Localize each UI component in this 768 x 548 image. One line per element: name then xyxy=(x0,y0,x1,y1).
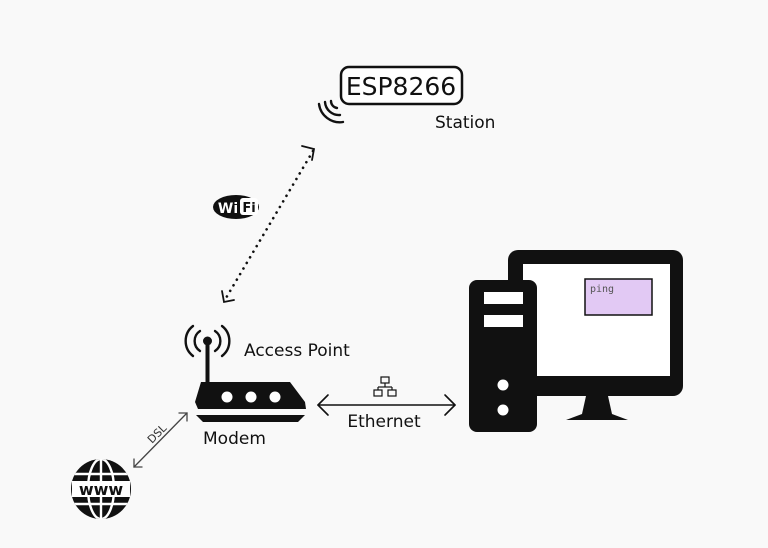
access-point-label: Access Point xyxy=(244,341,350,361)
desktop-computer: ping xyxy=(469,250,683,432)
wifi-link-arrow xyxy=(221,145,316,304)
ethernet-link-arrow xyxy=(317,394,456,416)
antenna-signal-icon xyxy=(184,324,231,358)
dsl-link-arrow xyxy=(133,412,188,468)
wifi-logo-right-text: Fi xyxy=(242,201,255,216)
wifi-logo-icon: Wi Fi xyxy=(213,195,259,219)
router-access-point: Access Point Modem xyxy=(184,324,350,449)
esp8266-chip-box xyxy=(339,65,464,106)
modem-label: Modem xyxy=(203,429,266,449)
station-signal-icon xyxy=(317,99,345,124)
ping-text: ping xyxy=(590,284,614,295)
www-label: www xyxy=(79,480,124,499)
ping-terminal-window: ping xyxy=(584,278,653,316)
wifi-logo-left-text: Wi xyxy=(218,201,238,217)
antenna-tip xyxy=(203,336,212,346)
dsl-label: DSL xyxy=(145,421,170,446)
station-label: Station xyxy=(435,113,495,133)
ethernet-label: Ethernet xyxy=(347,412,421,432)
esp8266-station: ESP8266 Station xyxy=(317,65,495,133)
network-icon xyxy=(373,376,397,397)
esp8266-chip-label: ESP8266 xyxy=(346,72,456,101)
www-globe-icon: www xyxy=(71,459,131,519)
modem-icon xyxy=(195,382,306,422)
pc-tower-icon xyxy=(469,280,537,432)
